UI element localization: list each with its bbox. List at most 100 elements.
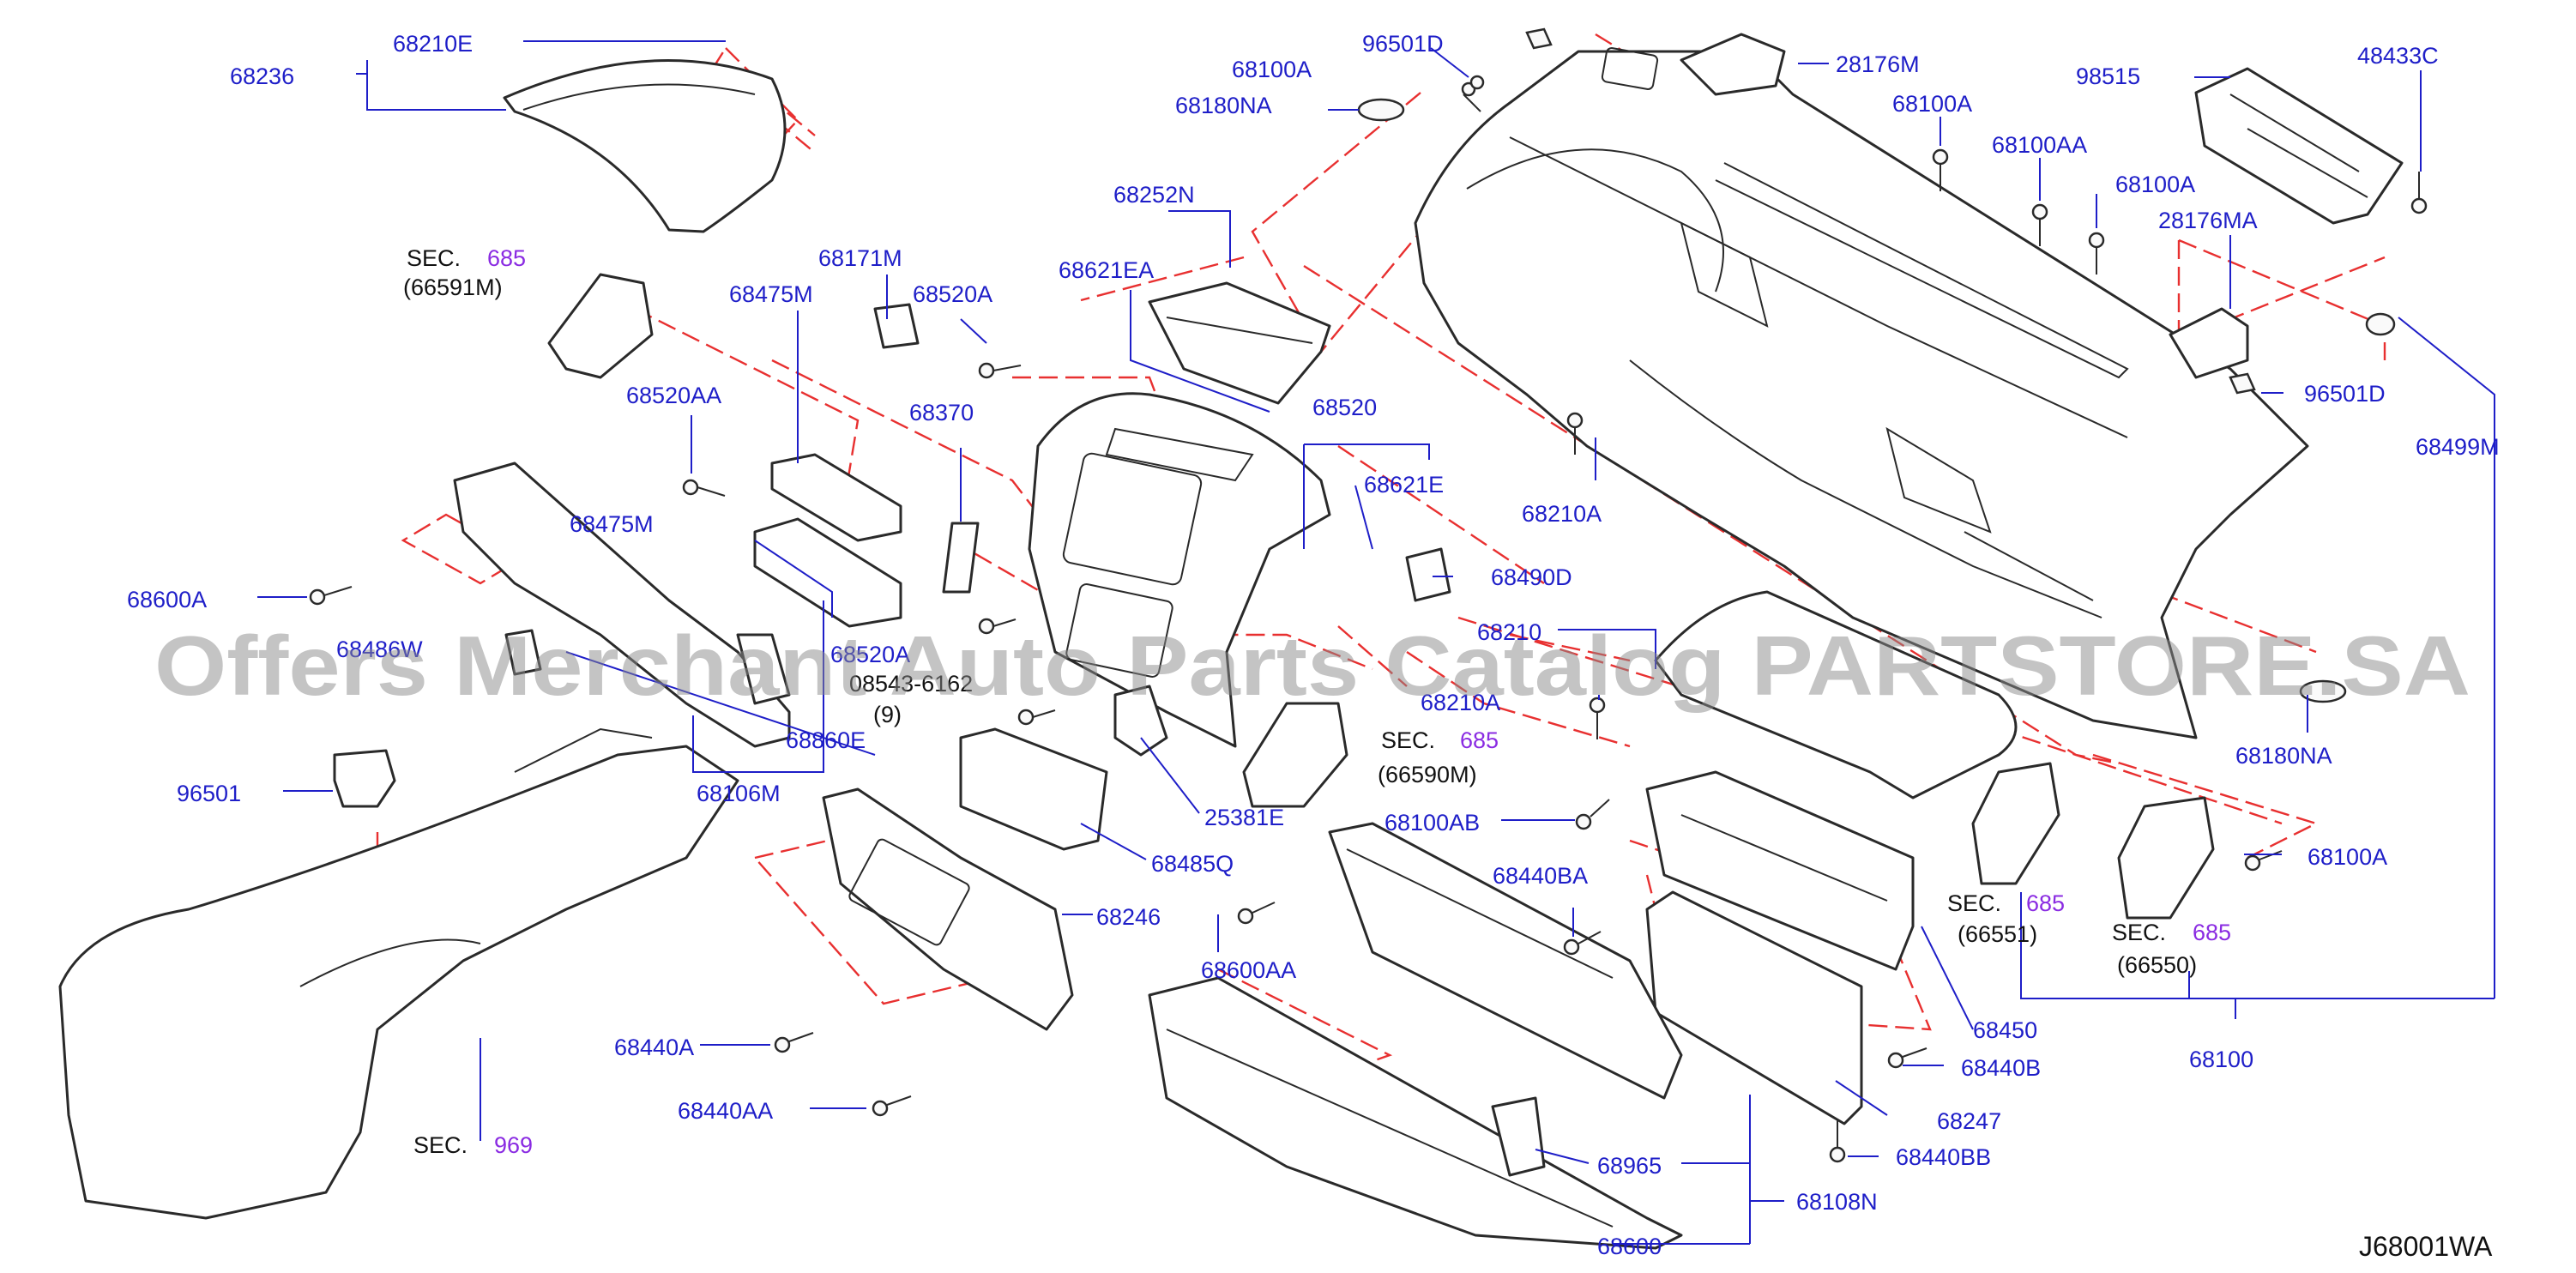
sec-ref-66590M: (66590M) xyxy=(1378,762,1477,787)
screw-48433C xyxy=(2410,172,2428,214)
label-68100A-right: 68100A xyxy=(2115,172,2195,197)
label-68490D: 68490D xyxy=(1491,564,1572,590)
leader-lines xyxy=(257,40,2495,1245)
label-68621E: 68621E xyxy=(1364,472,1444,498)
part-68210-lower-panel-outline xyxy=(1654,590,2018,799)
label-68520A-partial: 68520A xyxy=(830,642,910,667)
label-68210: 68210 xyxy=(1477,619,1541,645)
label-68100AA-top: 68100AA xyxy=(1992,132,2087,158)
screw-68600AA xyxy=(1237,902,1276,925)
label-68475M-top: 68475M xyxy=(729,281,813,307)
part-68499M-ring-outline xyxy=(2365,312,2396,336)
label-68440A: 68440A xyxy=(614,1035,694,1060)
label-68100A-low: 68100A xyxy=(2308,844,2387,870)
label-68370: 68370 xyxy=(909,400,974,425)
part-66590M-center-vent-outline xyxy=(1242,702,1348,808)
screw-68440B xyxy=(1887,1047,1927,1069)
part-28176MA-cover-outline xyxy=(2169,307,2249,379)
sec-ref-66550: (66550) xyxy=(2117,952,2197,978)
sec-number-969: 969 xyxy=(494,1132,533,1158)
label-68100A-mid: 68100A xyxy=(1892,91,1972,117)
part-68475M-pocket-lower-outline xyxy=(753,517,902,628)
label-98515: 98515 xyxy=(2076,63,2140,89)
label-68236: 68236 xyxy=(230,63,294,89)
label-68600A: 68600A xyxy=(127,587,207,612)
label-quantity-9: (9) xyxy=(873,702,902,727)
label-68440BA: 68440BA xyxy=(1493,863,1588,889)
part-68236-meter-hood-outline xyxy=(503,59,787,233)
part-66591M-side-vent-outline xyxy=(547,273,654,379)
label-08543-6162: 08543-6162 xyxy=(849,671,973,697)
screw-68100AA-top xyxy=(2031,203,2048,246)
screw-96501D-top xyxy=(1469,75,1485,90)
part-68450-glove-box-frame-outline xyxy=(1645,770,1915,971)
watermark-text: Offers Merchant Auto Parts Catalog PARTS… xyxy=(154,618,2470,713)
label-68106M: 68106M xyxy=(697,781,781,806)
label-68210A-mid: 68210A xyxy=(1522,501,1602,527)
screw-68100A-top xyxy=(1461,81,1481,112)
part-66551-vent-outline xyxy=(1971,762,2060,885)
label-68485Q: 68485Q xyxy=(1151,851,1234,877)
label-96501D-right: 96501D xyxy=(2304,381,2386,407)
part-68180NA-top-plug-outline xyxy=(1357,98,1405,122)
label-25381E: 25381E xyxy=(1204,805,1284,830)
label-68520AA: 68520AA xyxy=(626,383,721,408)
part-68520-cluster-bezel-outline xyxy=(1028,392,1331,748)
screw-68210A-mid xyxy=(1566,412,1584,455)
screw-68210A-low xyxy=(1589,697,1606,739)
screw-68440AA xyxy=(872,1095,912,1117)
sec-number-685-d: 685 xyxy=(2193,920,2231,945)
part-68180NA-right-plug-outline xyxy=(2299,679,2347,703)
label-68499M: 68499M xyxy=(2416,434,2500,460)
section-references: SEC. 685 (66591M) SEC. 685 (66590M) SEC.… xyxy=(403,245,2231,1158)
sec-word-685-b: SEC. xyxy=(1381,727,1435,753)
sec-number-685-a: 685 xyxy=(487,245,526,271)
label-68450: 68450 xyxy=(1973,1017,2037,1043)
label-68486W: 68486W xyxy=(336,636,423,662)
part-25381E-hazard-switch-outline xyxy=(1113,685,1168,757)
screw-68100AB xyxy=(1575,799,1610,830)
screw-68100A-08543 xyxy=(978,618,1017,635)
label-68860E: 68860E xyxy=(786,727,866,753)
screw-68440BB xyxy=(1829,1120,1846,1163)
part-28176M-cover-outline xyxy=(1680,33,1786,96)
part-68475M-pocket-upper-outline xyxy=(770,453,902,542)
part-68860E-outline xyxy=(736,633,791,705)
part-96501D-right-clip-outline xyxy=(2229,372,2256,395)
label-68100A-top: 68100A xyxy=(1232,57,1312,82)
label-68180NA-top: 68180NA xyxy=(1175,93,1272,118)
label-28176MA: 28176MA xyxy=(2158,208,2258,233)
label-68965: 68965 xyxy=(1597,1153,1662,1179)
sec-word-685-d: SEC. xyxy=(2112,920,2166,945)
label-68600: 68600 xyxy=(1597,1234,1662,1259)
screw-68440A xyxy=(774,1032,814,1053)
drawing-code: J68001WA xyxy=(2359,1231,2493,1262)
label-68520: 68520 xyxy=(1312,395,1377,420)
part-68370-outline xyxy=(942,522,980,594)
label-96501: 96501 xyxy=(177,781,241,806)
screw-08543 xyxy=(1017,709,1056,726)
label-68246: 68246 xyxy=(1096,904,1161,930)
part-68490D-outline xyxy=(1405,547,1451,602)
screw-68600A xyxy=(309,586,353,606)
screw-68440BA xyxy=(1563,931,1602,956)
sec-ref-66551: (66551) xyxy=(1958,921,2037,947)
sec-word-969: SEC. xyxy=(413,1132,468,1158)
label-68171M: 68171M xyxy=(818,245,902,271)
sec-number-685-c: 685 xyxy=(2026,890,2065,916)
parts-outlines xyxy=(58,27,2428,1250)
label-68252N: 68252N xyxy=(1113,182,1195,208)
part-96501D-top-clip-outline xyxy=(1525,27,1553,50)
part-96501-tray-outline xyxy=(333,749,396,808)
label-68180NA-right: 68180NA xyxy=(2235,743,2332,769)
part-66550-vent-outline xyxy=(2117,796,2215,920)
label-68100AB: 68100AB xyxy=(1385,810,1480,836)
part-68485Q-outline xyxy=(959,727,1108,851)
sec-number-685-b: 685 xyxy=(1460,727,1499,753)
screw-68520A xyxy=(978,362,1022,379)
sec-word-685-a: SEC. xyxy=(407,245,461,271)
label-68600AA: 68600AA xyxy=(1201,957,1296,983)
screw-68520AA xyxy=(682,479,726,497)
part-68486W-outline xyxy=(504,629,542,676)
